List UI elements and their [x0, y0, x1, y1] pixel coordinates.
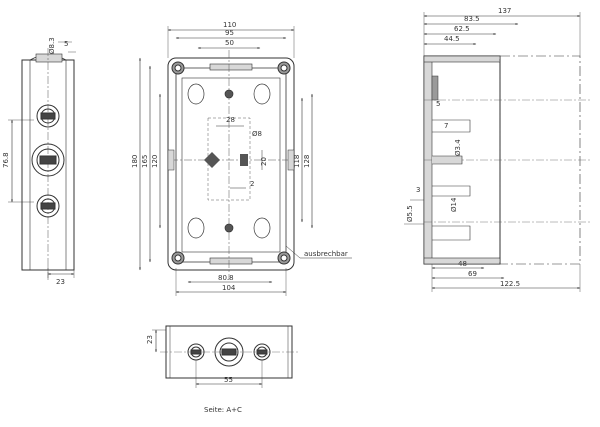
- dim-section-hole-14: Ø14: [450, 197, 458, 212]
- side-hole-top: [36, 104, 60, 128]
- dim-section-gap-3: 3: [416, 186, 420, 194]
- dim-section-122: 122.5: [500, 280, 520, 288]
- front-outer-outline: [167, 57, 295, 271]
- center-mount: [204, 152, 248, 168]
- dim-front-width-95: 95: [225, 29, 234, 37]
- mounting-bosses: [187, 83, 271, 239]
- dim-front-height-120: 120: [151, 155, 159, 168]
- dim-section-hole-5: Ø5.5: [406, 205, 414, 222]
- footer-label: Seite: A+C: [204, 406, 242, 414]
- front-view: [139, 26, 352, 296]
- dim-section-hole-3: Ø3.4: [454, 139, 462, 156]
- dim-front-overall-height: 180: [131, 155, 139, 168]
- dim-front-width-50: 50: [225, 39, 234, 47]
- section-view: [404, 12, 590, 292]
- bottom-hole-right: [253, 343, 271, 361]
- side-view: [8, 41, 76, 280]
- side-hole-middle: [31, 143, 65, 177]
- dim-front-outer-104: 104: [222, 284, 236, 292]
- dim-section-44: 44.5: [444, 35, 460, 43]
- bottom-view: [152, 325, 298, 388]
- bottom-hole-center: [214, 337, 244, 367]
- dim-bottom-height-23: 23: [146, 335, 154, 344]
- dim-side-hole-dia: Ø8.3: [48, 37, 56, 54]
- dim-section-69: 69: [468, 270, 477, 278]
- dim-front-height-128: 128: [303, 155, 311, 168]
- dim-section-depth-7: 7: [444, 122, 448, 130]
- dim-side-bottom: 23: [56, 278, 65, 286]
- dim-side-width: 5: [64, 40, 68, 48]
- dim-section-137: 137: [498, 7, 511, 15]
- side-hole-bottom: [36, 194, 60, 218]
- dim-bottom-spacing-55: 55: [224, 376, 233, 384]
- dim-front-height-165: 165: [141, 155, 149, 168]
- corner-screws: [171, 61, 291, 265]
- dim-section-83: 83.5: [464, 15, 480, 23]
- dim-front-height-118: 118: [293, 155, 301, 168]
- dim-section-48: 48: [458, 260, 467, 268]
- callout-ausbrechbar: ausbrechbar: [304, 250, 348, 258]
- dim-side-height: 76.8: [2, 152, 10, 168]
- dim-front-overall-width: 110: [223, 21, 236, 29]
- dim-front-hole-8: Ø8: [252, 130, 262, 138]
- dim-front-rib-28: 28: [226, 116, 235, 124]
- dim-front-step-2: 2: [250, 180, 254, 188]
- dim-section-depth-5: 5: [436, 100, 440, 108]
- dim-front-slot-20: 20: [260, 157, 268, 166]
- dim-section-62: 62.5: [454, 25, 470, 33]
- dim-front-inner-80: 80.8: [218, 274, 234, 282]
